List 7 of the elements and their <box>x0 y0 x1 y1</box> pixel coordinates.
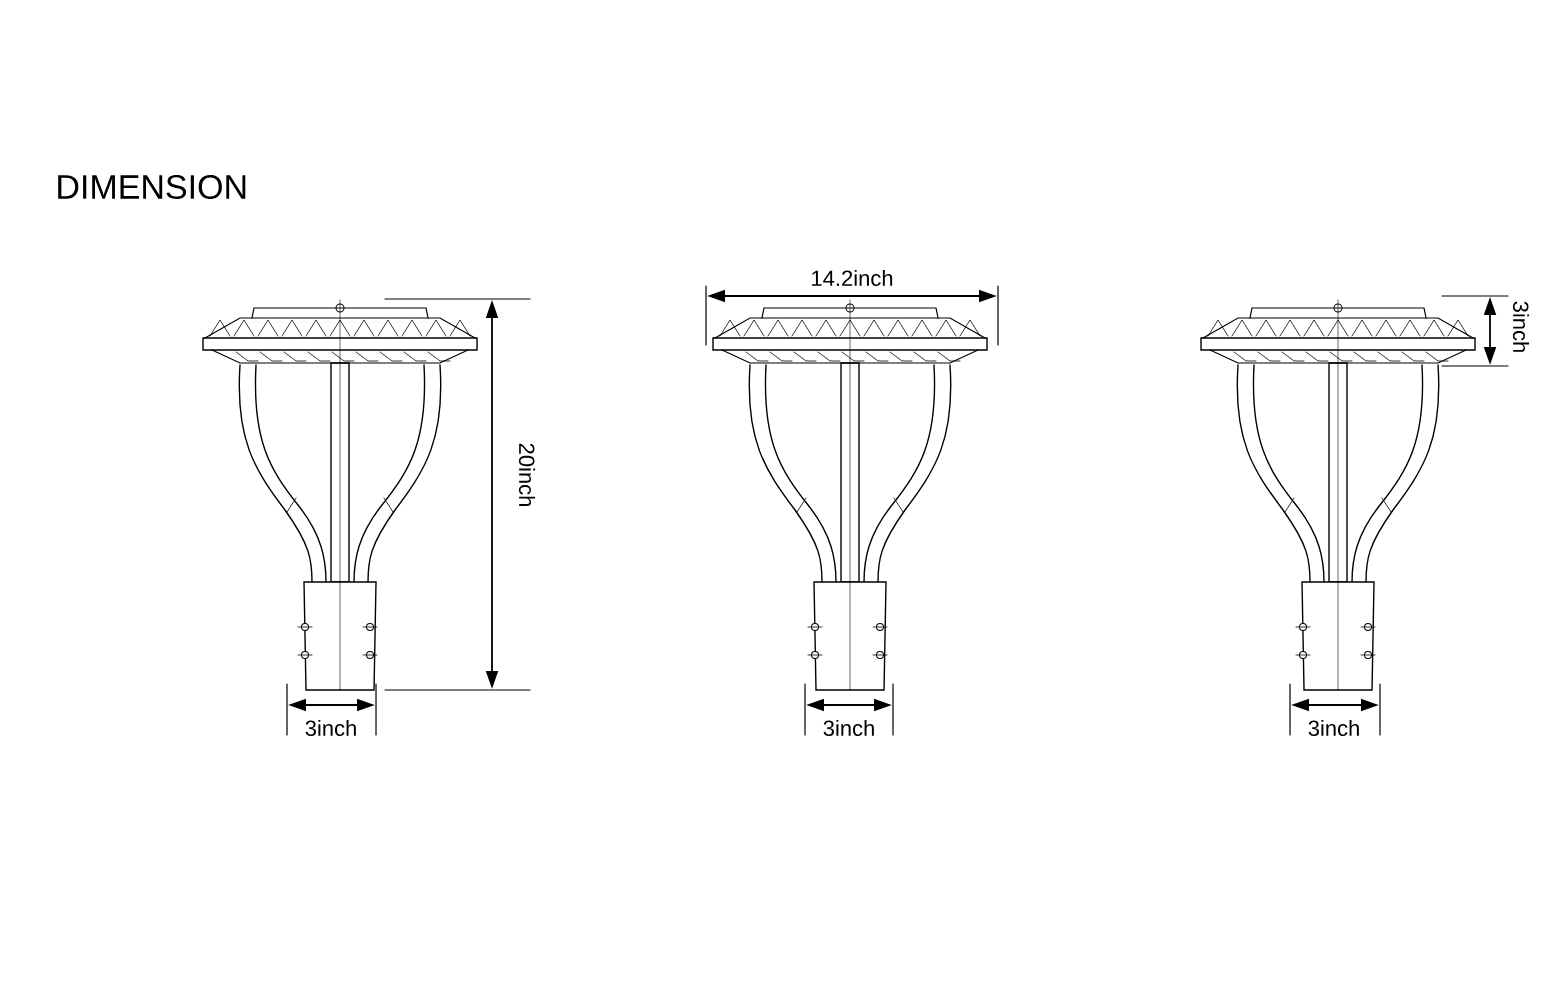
title: DIMENSION <box>58 174 246 200</box>
dimension-label: 3inch <box>820 717 878 739</box>
dimension-label: 3inch <box>1305 717 1363 739</box>
dimension-label: 3inch <box>1510 298 1532 356</box>
dimension-label: 3inch <box>302 717 360 739</box>
dimension-label: 14.2inch <box>808 267 896 289</box>
dimension-label: 20inch <box>516 440 538 510</box>
